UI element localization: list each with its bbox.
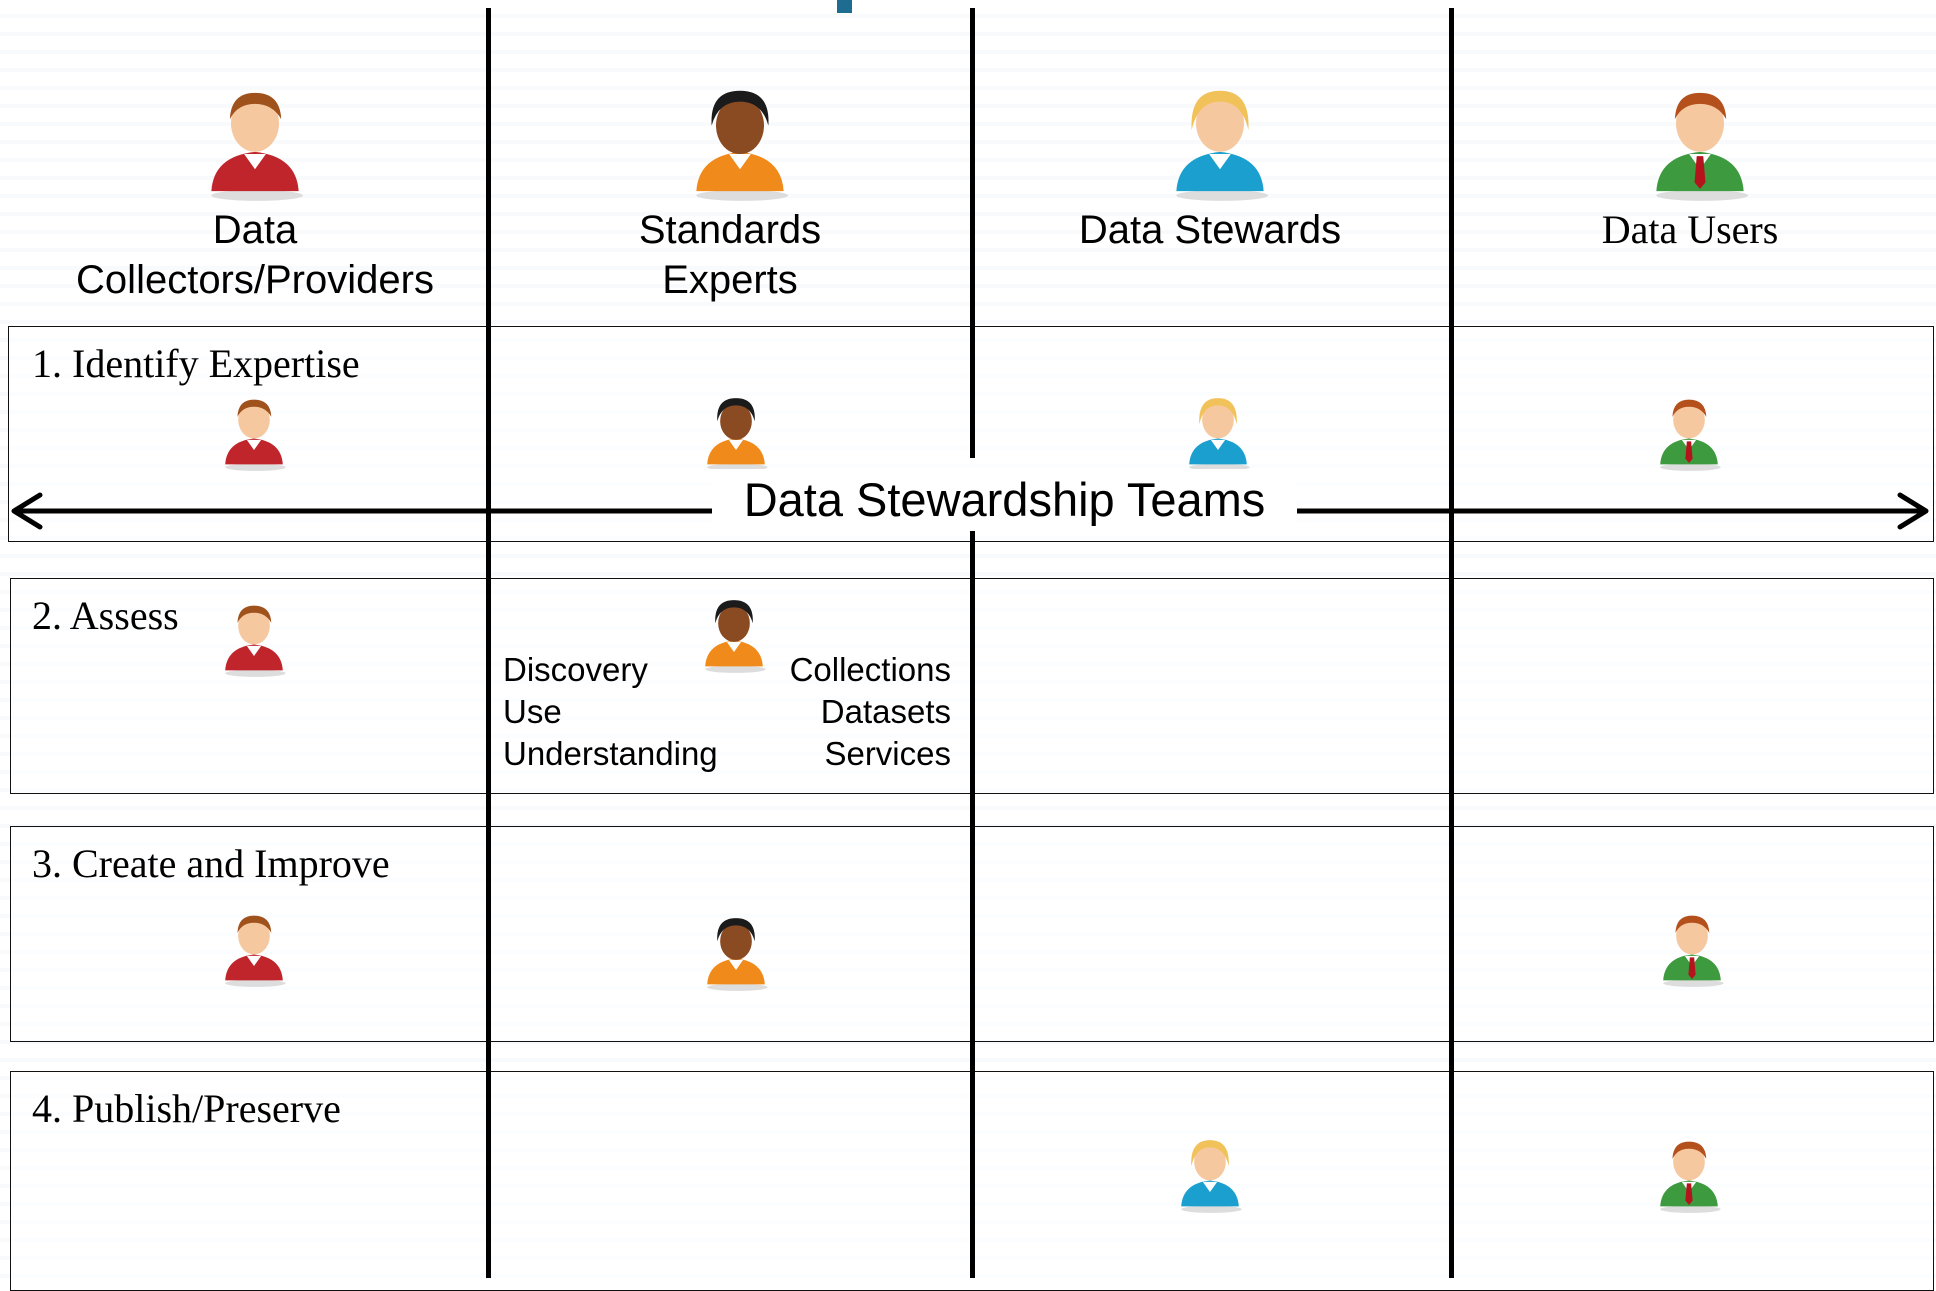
column-divider-1: [486, 8, 491, 1278]
step-label-publish: 4. Publish/Preserve: [32, 1086, 341, 1131]
person-red-icon: [218, 392, 290, 472]
title-fragment-mark: [837, 0, 852, 13]
person-orange-icon: [700, 912, 772, 992]
person-green-icon: [1645, 82, 1755, 202]
person-red-icon: [218, 908, 290, 988]
role-label-users: Data Users: [1460, 205, 1920, 255]
assess-item: Use: [503, 693, 562, 730]
assess-item: Discovery: [503, 651, 648, 688]
person-blue-icon: [1182, 392, 1254, 472]
person-green-icon: [1656, 908, 1728, 988]
role-label-users-text: Data Users: [1601, 207, 1779, 252]
person-red-icon: [218, 598, 290, 678]
role-label-collectors-line1: Data: [212, 208, 298, 252]
role-label-collectors-line2: Collectors/Providers: [76, 258, 434, 302]
role-label-experts-line1: Standards: [638, 208, 822, 252]
assess-right-list: Collections Datasets Services: [760, 649, 951, 775]
role-label-experts-line2: Experts: [662, 258, 798, 302]
role-label-stewards: Data Stewards: [980, 205, 1440, 255]
person-green-icon: [1653, 1134, 1725, 1214]
column-divider-2: [970, 8, 975, 458]
column-divider-2b: [970, 530, 975, 1278]
person-orange-icon: [698, 594, 770, 674]
step-label-assess: 2. Assess: [32, 593, 179, 638]
assess-item: Datasets: [820, 693, 951, 730]
person-green-icon: [1653, 392, 1725, 472]
assess-item: Collections: [789, 651, 951, 688]
teams-label: Data Stewardship Teams: [712, 469, 1297, 531]
person-blue-icon: [1165, 82, 1275, 202]
column-divider-3: [1449, 8, 1454, 1278]
person-red-icon: [200, 82, 310, 202]
step-label-identify: 1. Identify Expertise: [32, 341, 360, 386]
person-orange-icon: [685, 82, 795, 202]
role-label-stewards-text: Data Stewards: [1078, 208, 1342, 252]
person-orange-icon: [700, 392, 772, 472]
role-label-collectors: Data Collectors/Providers: [20, 205, 490, 305]
assess-item: Services: [824, 735, 951, 772]
step-label-create: 3. Create and Improve: [32, 841, 390, 886]
person-blue-icon: [1174, 1134, 1246, 1214]
assess-item: Understanding: [503, 735, 718, 772]
assess-left-list: Discovery Use Understanding: [503, 649, 718, 775]
role-label-experts: Standards Experts: [500, 205, 960, 305]
